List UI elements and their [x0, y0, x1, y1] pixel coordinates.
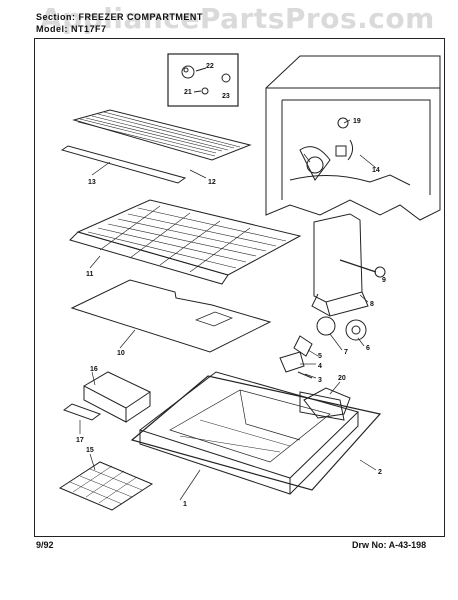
callout-16: 16 [90, 366, 98, 373]
callout-23: 23 [222, 93, 230, 100]
callout-21: 21 [184, 89, 192, 96]
callout-10: 10 [117, 350, 125, 357]
ice-tray [58, 461, 154, 511]
freezer-liner [130, 371, 382, 495]
callout-4: 4 [318, 363, 322, 370]
callout-11: 11 [86, 271, 94, 278]
callout-6: 6 [366, 345, 370, 352]
model-number: Model: NT17F7 [36, 24, 107, 34]
callout-19: 19 [353, 118, 361, 125]
callout-5: 5 [318, 353, 322, 360]
callout-1: 1 [183, 501, 187, 508]
callout-12: 12 [208, 179, 216, 186]
leader-lines [79, 119, 377, 501]
footer-date: 9/92 [36, 540, 54, 550]
callout-3: 3 [318, 377, 322, 384]
callout-2: 2 [378, 469, 382, 476]
wire-shelf [60, 109, 252, 184]
callout-14: 14 [372, 167, 380, 174]
callout-22: 22 [206, 63, 214, 70]
callout-20: 20 [338, 375, 346, 382]
callout-numbers: 1 2 3 4 5 6 7 8 9 10 11 12 13 14 15 16 1… [76, 63, 386, 508]
divider-panel [70, 279, 272, 353]
evaporator-cover [311, 213, 386, 317]
large-wire-shelf [69, 199, 302, 285]
callout-13: 13 [88, 179, 96, 186]
diagram-frame [34, 38, 445, 537]
duct-cover [303, 387, 351, 419]
section-title: Section: FREEZER COMPARTMENT [36, 12, 203, 22]
drawing-number: Drw No: A-43-198 [352, 540, 427, 550]
watermark: AppliancePartsPros.com [40, 2, 435, 35]
callout-17: 17 [76, 437, 84, 444]
freezer-cabinet [265, 55, 441, 221]
fan-assembly [279, 316, 367, 379]
callout-9: 9 [382, 277, 386, 284]
ice-bin [82, 371, 152, 423]
bin-handle [62, 403, 102, 421]
callout-7: 7 [344, 349, 348, 356]
callout-8: 8 [370, 301, 374, 308]
callout-15: 15 [86, 447, 94, 454]
inset-box [167, 53, 239, 107]
